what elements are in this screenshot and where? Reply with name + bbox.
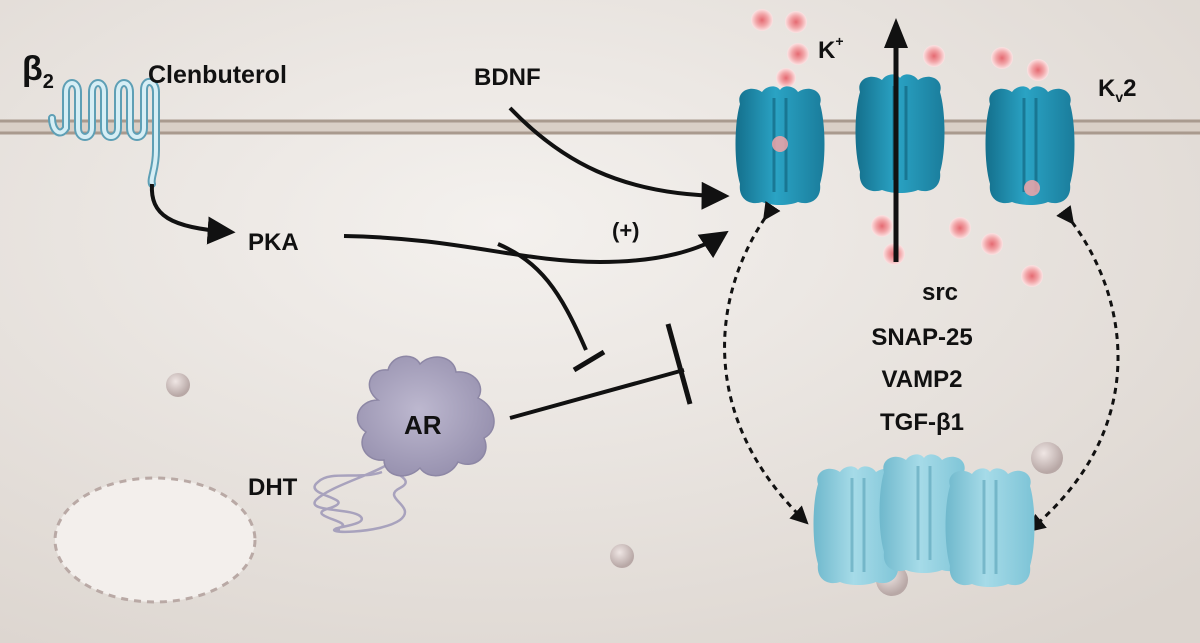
kv2-channel-right [985, 86, 1075, 205]
kv2-channel-middle [855, 74, 945, 193]
factor-snap25: SNAP-25 [871, 324, 972, 351]
beta2-label: β2 [22, 50, 54, 93]
potassium-ion-label: K+ [818, 33, 844, 64]
ar-inhibition-bar [665, 323, 693, 405]
beta2-receptor [48, 78, 160, 188]
potassium-efflux-arrowhead [884, 18, 908, 48]
left-trafficking-arrow [723, 201, 809, 525]
kv2-label: Kv2 [1098, 75, 1137, 105]
ar-label: AR [404, 410, 442, 440]
pka-to-channel-arrow [343, 230, 729, 265]
bdnf-label: BDNF [474, 64, 541, 91]
pka-inhibition-bar [572, 349, 606, 373]
positive-regulation-label: (+) [612, 218, 640, 243]
internalized-channel-2 [879, 454, 969, 573]
internalized-channel-1 [813, 466, 903, 585]
right-trafficking-arrow [1027, 205, 1120, 533]
androgen-receptor [356, 355, 495, 477]
ar-inhibition-line [509, 368, 685, 420]
receptor-to-pka-arrow [149, 183, 236, 245]
dht-label: DHT [248, 474, 298, 501]
pka-label: PKA [248, 229, 299, 256]
nucleus-outline [53, 476, 257, 604]
pka-inhibition-line [497, 242, 588, 351]
dht-molecule [313, 460, 407, 534]
factor-src: src [922, 279, 958, 306]
factor-tgfb1: TGF-β1 [880, 409, 964, 436]
kv2-channel-left [735, 86, 825, 205]
internalized-channel-3 [945, 468, 1035, 587]
trafficking-factors: src SNAP-25 VAMP2 TGF-β1 [871, 279, 972, 436]
clenbuterol-label: Clenbuterol [148, 61, 287, 89]
factor-vamp2: VAMP2 [882, 366, 963, 393]
bdnf-to-channel-arrow [508, 106, 730, 210]
